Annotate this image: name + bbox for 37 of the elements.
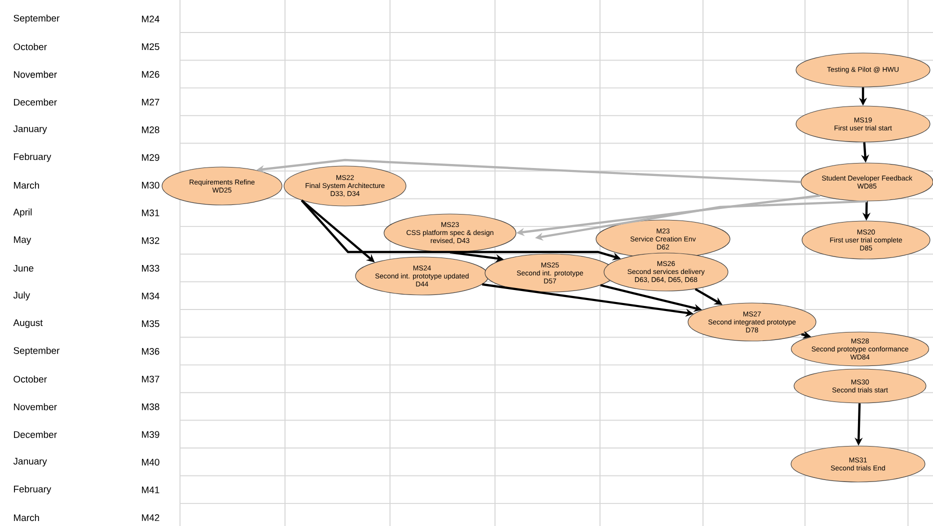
row-label: M41 — [142, 486, 160, 494]
row-label: December — [14, 98, 57, 106]
row-label: M24 — [142, 16, 160, 22]
row-label: September — [14, 346, 60, 356]
row-label: M29 — [142, 154, 160, 161]
row-label: March — [14, 514, 39, 522]
row-label: M28 — [142, 126, 160, 134]
row-label: June — [13, 264, 34, 272]
row-label: M33 — [142, 264, 160, 272]
row-label: September — [14, 14, 60, 24]
row-label: M32 — [142, 237, 160, 244]
row-label: December — [14, 431, 57, 438]
row-label: January — [13, 126, 47, 134]
row-label: M38 — [142, 403, 160, 410]
row-label: October — [14, 43, 47, 50]
row-label: M34 — [142, 292, 160, 300]
row-label: August — [13, 319, 43, 328]
row-label: October — [14, 376, 47, 383]
row-label: March — [14, 182, 39, 189]
row-label: M26 — [142, 71, 160, 78]
row-label: May — [14, 236, 32, 245]
row-label: M40 — [142, 458, 160, 466]
row-label: M27 — [142, 98, 160, 106]
row-label: January — [13, 458, 47, 466]
row-label: M42 — [142, 514, 160, 521]
row-label: November — [14, 70, 57, 78]
row-label: April — [13, 208, 32, 218]
row-label: M37 — [142, 376, 160, 382]
row-label: November — [14, 403, 57, 410]
row-label: M36 — [142, 348, 160, 355]
row-label: M31 — [142, 210, 160, 216]
row-label: February — [14, 153, 52, 162]
row-label: M25 — [142, 43, 160, 50]
row-label: M39 — [142, 431, 160, 438]
row-label: July — [13, 292, 30, 300]
row-label: M35 — [142, 320, 160, 328]
row-label: February — [14, 485, 52, 494]
